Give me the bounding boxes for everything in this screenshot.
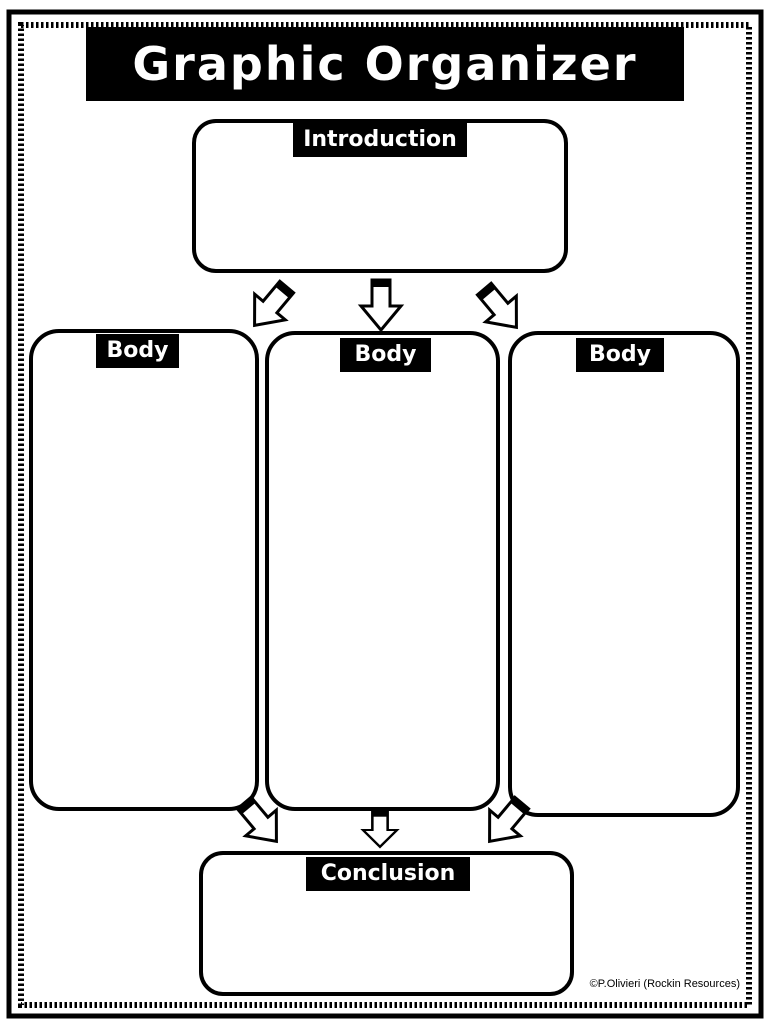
outer-border (6, 9, 764, 1019)
introduction-box[interactable] (192, 119, 568, 273)
body-box-right[interactable] (508, 331, 740, 817)
arrow-intro-to-body-left (237, 272, 304, 340)
page-title: Graphic Organizer (86, 27, 684, 101)
body-label-left: Body (96, 334, 179, 368)
arrow-body-center-to-conclusion (361, 810, 399, 849)
copyright-notice: ©P.Olivieri (Rockin Resources) (589, 978, 740, 990)
conclusion-box[interactable] (199, 851, 574, 996)
arrow-intro-to-body-right (467, 274, 534, 342)
body-box-left[interactable] (29, 329, 259, 811)
body-box-center[interactable] (265, 331, 500, 811)
arrow-intro-to-body-center (359, 278, 403, 332)
conclusion-label: Conclusion (306, 857, 470, 891)
introduction-label: Introduction (293, 123, 467, 157)
body-label-right: Body (576, 338, 664, 372)
dotted-border (18, 22, 752, 1008)
body-label-center: Body (340, 338, 431, 372)
